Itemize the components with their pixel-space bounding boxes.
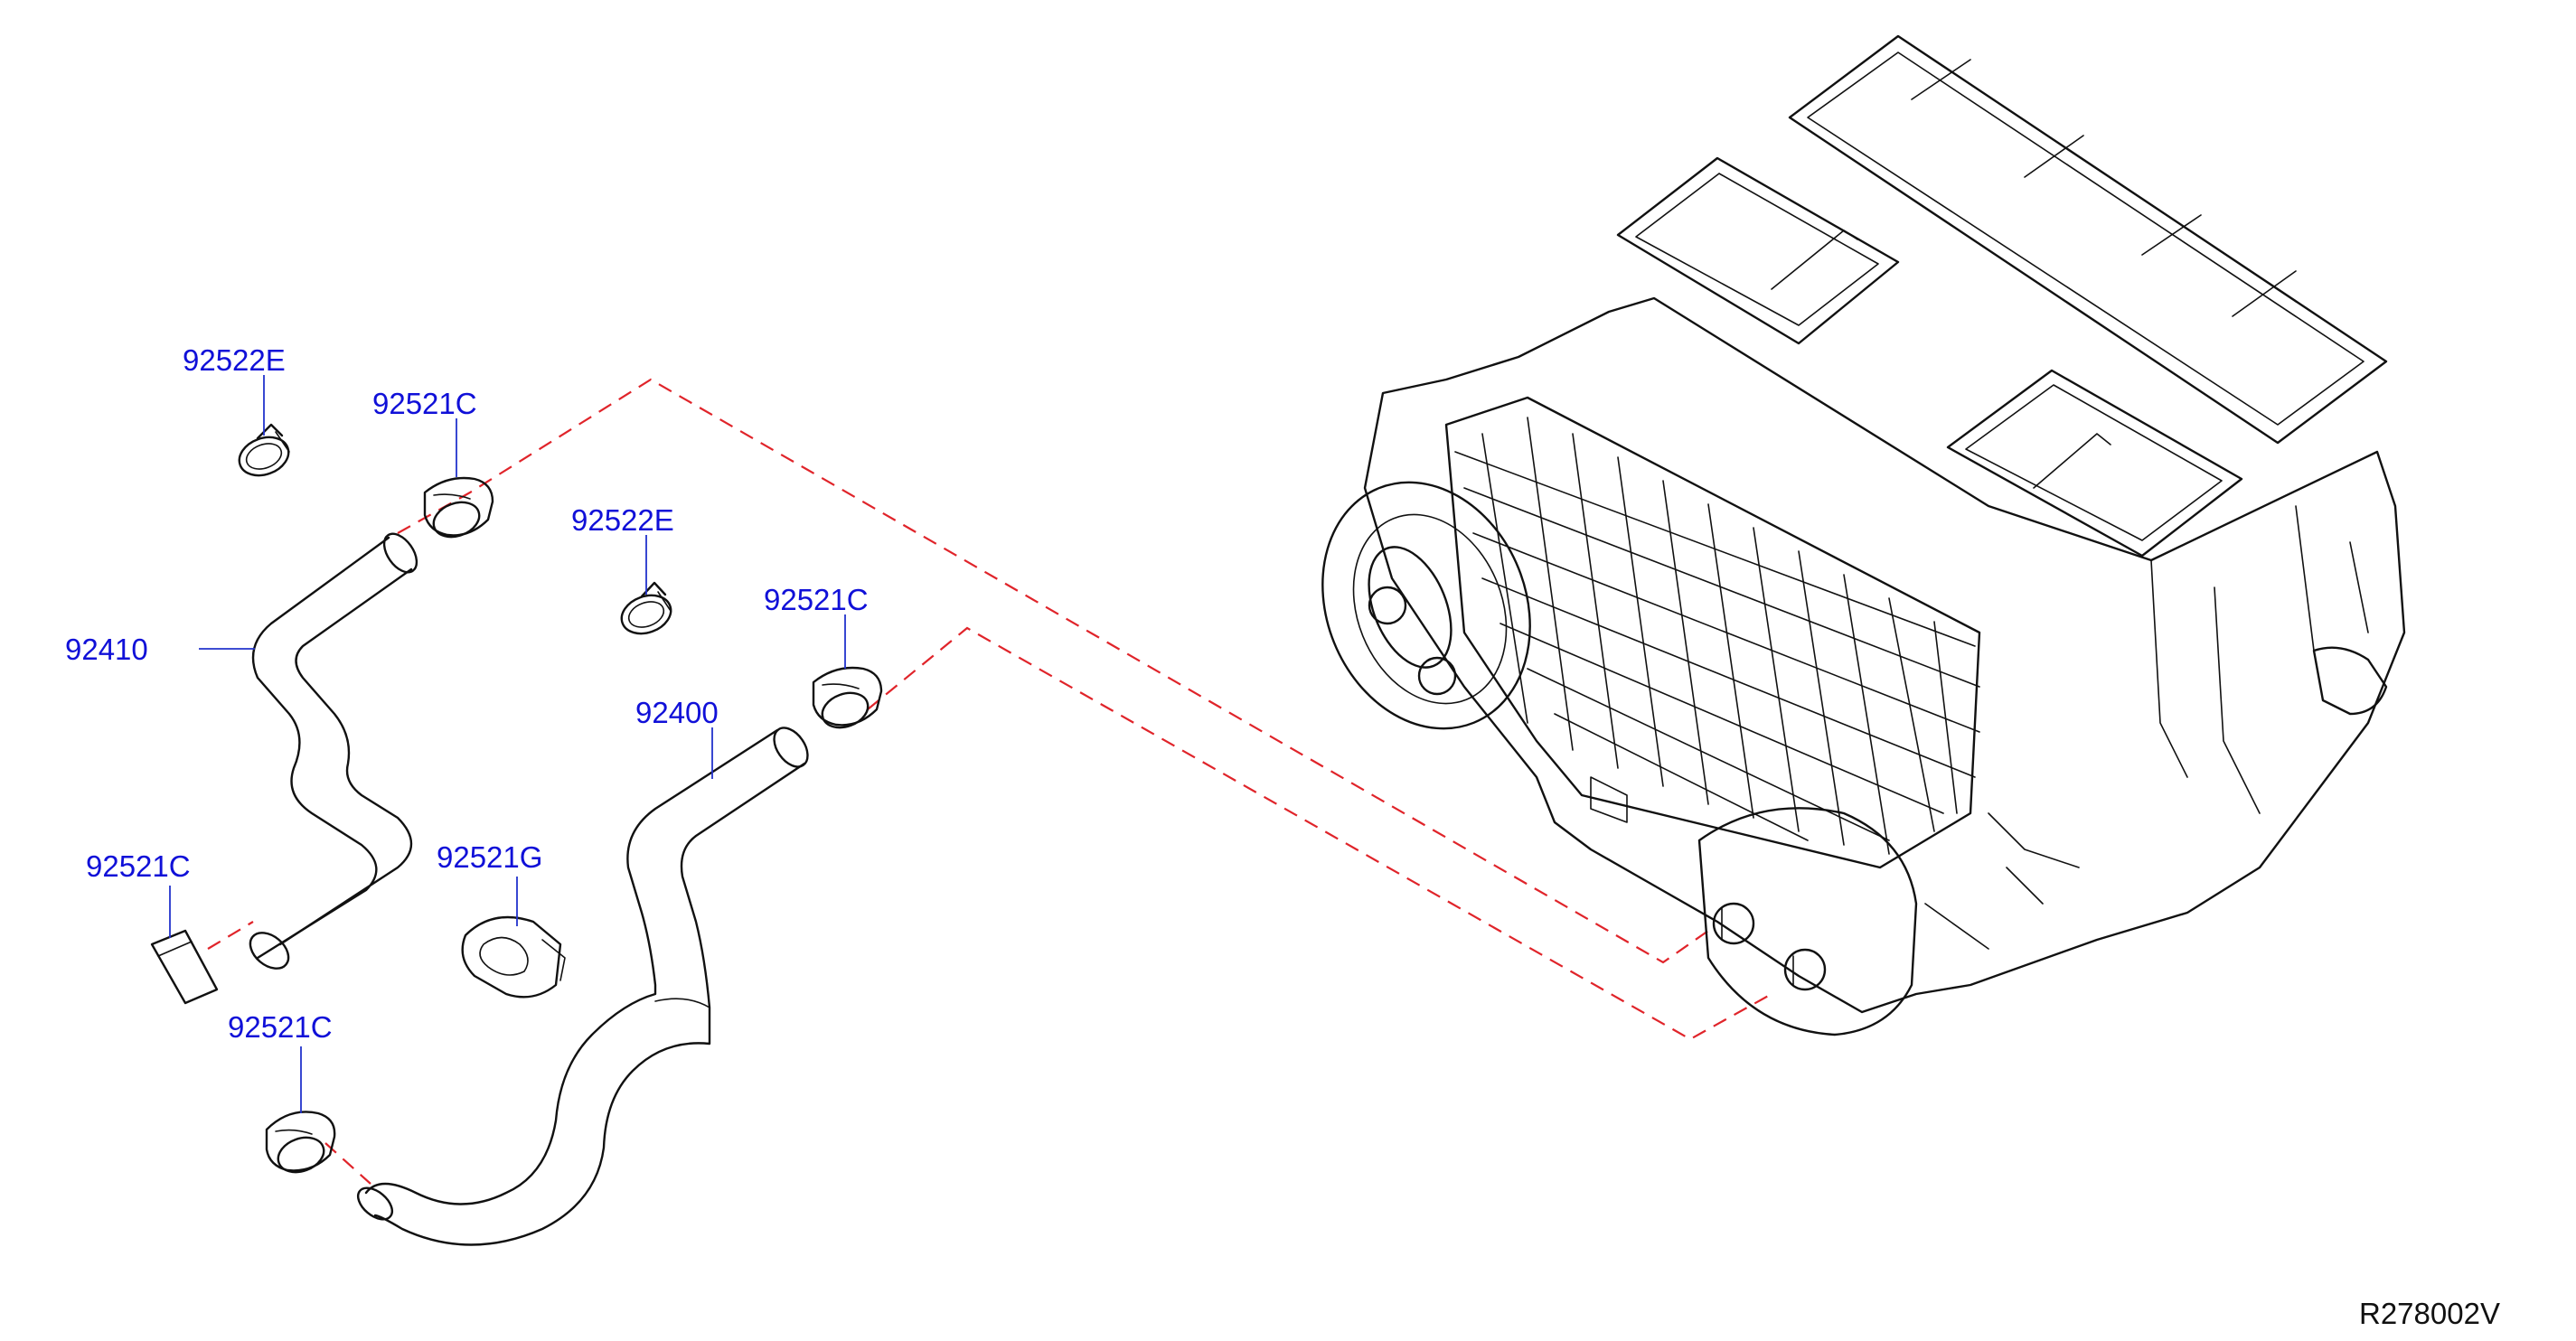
hose-92410 [249, 532, 418, 970]
callout-92521C-right: 92521C [764, 583, 869, 616]
leader-lines [169, 375, 846, 1113]
callout-92521C-left: 92521C [86, 849, 191, 883]
callout-92521C-top: 92521C [372, 387, 477, 420]
hose-92400 [356, 727, 809, 1246]
clamp-92522E-top [238, 423, 290, 477]
callout-92522E-top: 92522E [183, 343, 286, 377]
clamp-92521C-bottom [265, 1111, 336, 1174]
clamp-92521C-top [423, 476, 494, 539]
callout-92521C-bottom: 92521C [228, 1010, 333, 1044]
callout-92522E-middle: 92522E [571, 503, 674, 537]
clamp-92521C-left [150, 929, 219, 1005]
reference-code: R278002V [2359, 1297, 2500, 1330]
grille-mesh [1454, 417, 1980, 855]
clamp-92521C-right [812, 666, 883, 729]
clamp-92521G [461, 915, 566, 999]
callout-92400: 92400 [635, 696, 719, 729]
connection-line-upper [397, 378, 1709, 964]
heater-unit-assembly [1321, 34, 2406, 1036]
connection-line-bottom-clamp [324, 1142, 371, 1185]
connection-lines [207, 378, 1772, 1185]
callout-92410: 92410 [65, 633, 148, 666]
callout-92521G: 92521G [437, 840, 542, 874]
connection-line-left-clamp [207, 921, 254, 950]
callout-labels: 92522E 92521C 92522E 92521C 92410 92400 … [65, 343, 869, 1044]
connection-line-lower [867, 626, 1772, 1041]
